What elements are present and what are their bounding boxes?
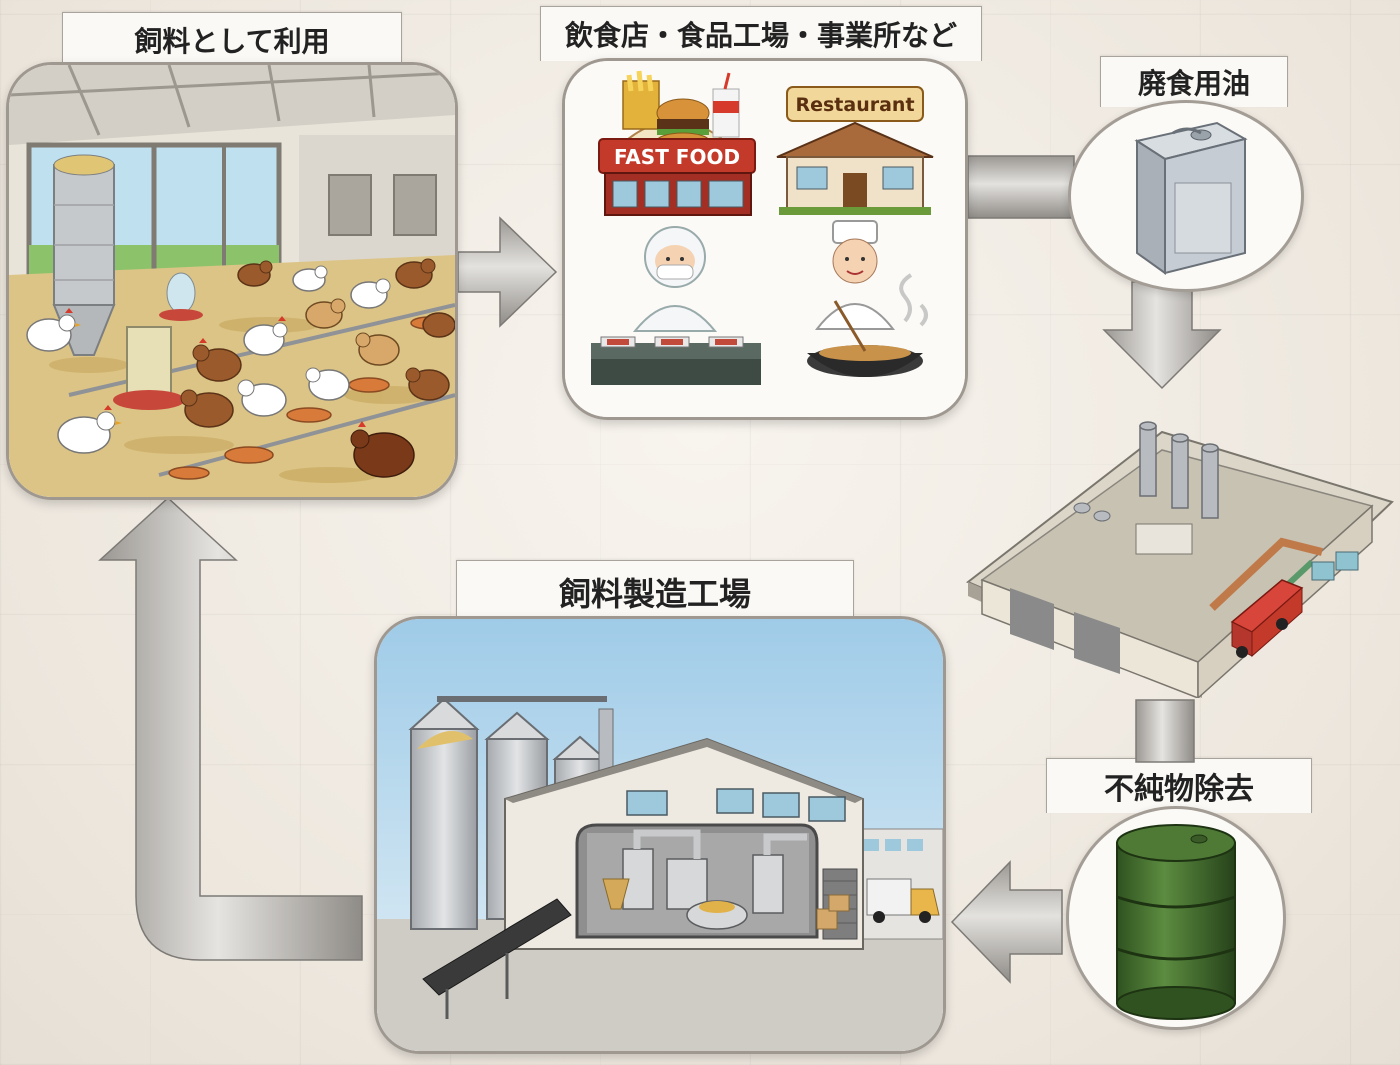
panel-sources: FAST FOOD Restaurant <box>562 58 968 420</box>
arrow-plant-to-drum <box>1136 700 1194 762</box>
oil-drum-icon <box>1069 809 1283 1027</box>
arrow-farm-to-sources <box>458 218 556 326</box>
drum-circle <box>1066 806 1286 1030</box>
panel-feed-factory <box>374 616 946 1054</box>
restaurant-icon: Restaurant <box>777 87 933 215</box>
restaurant-sign: Restaurant <box>795 94 914 116</box>
oil-can-icon <box>1071 103 1301 289</box>
waste-oil-circle <box>1068 100 1304 292</box>
arrow-oil-to-plant <box>1104 282 1220 388</box>
fast-food-sign: FAST FOOD <box>614 145 740 169</box>
recycling-plant-icon <box>962 412 1400 698</box>
arrow-drum-to-factory <box>952 862 1062 982</box>
panel-chicken-farm <box>6 62 458 500</box>
arrow-factory-to-farm <box>100 498 362 960</box>
arrow-sources-to-oil <box>968 156 1074 218</box>
